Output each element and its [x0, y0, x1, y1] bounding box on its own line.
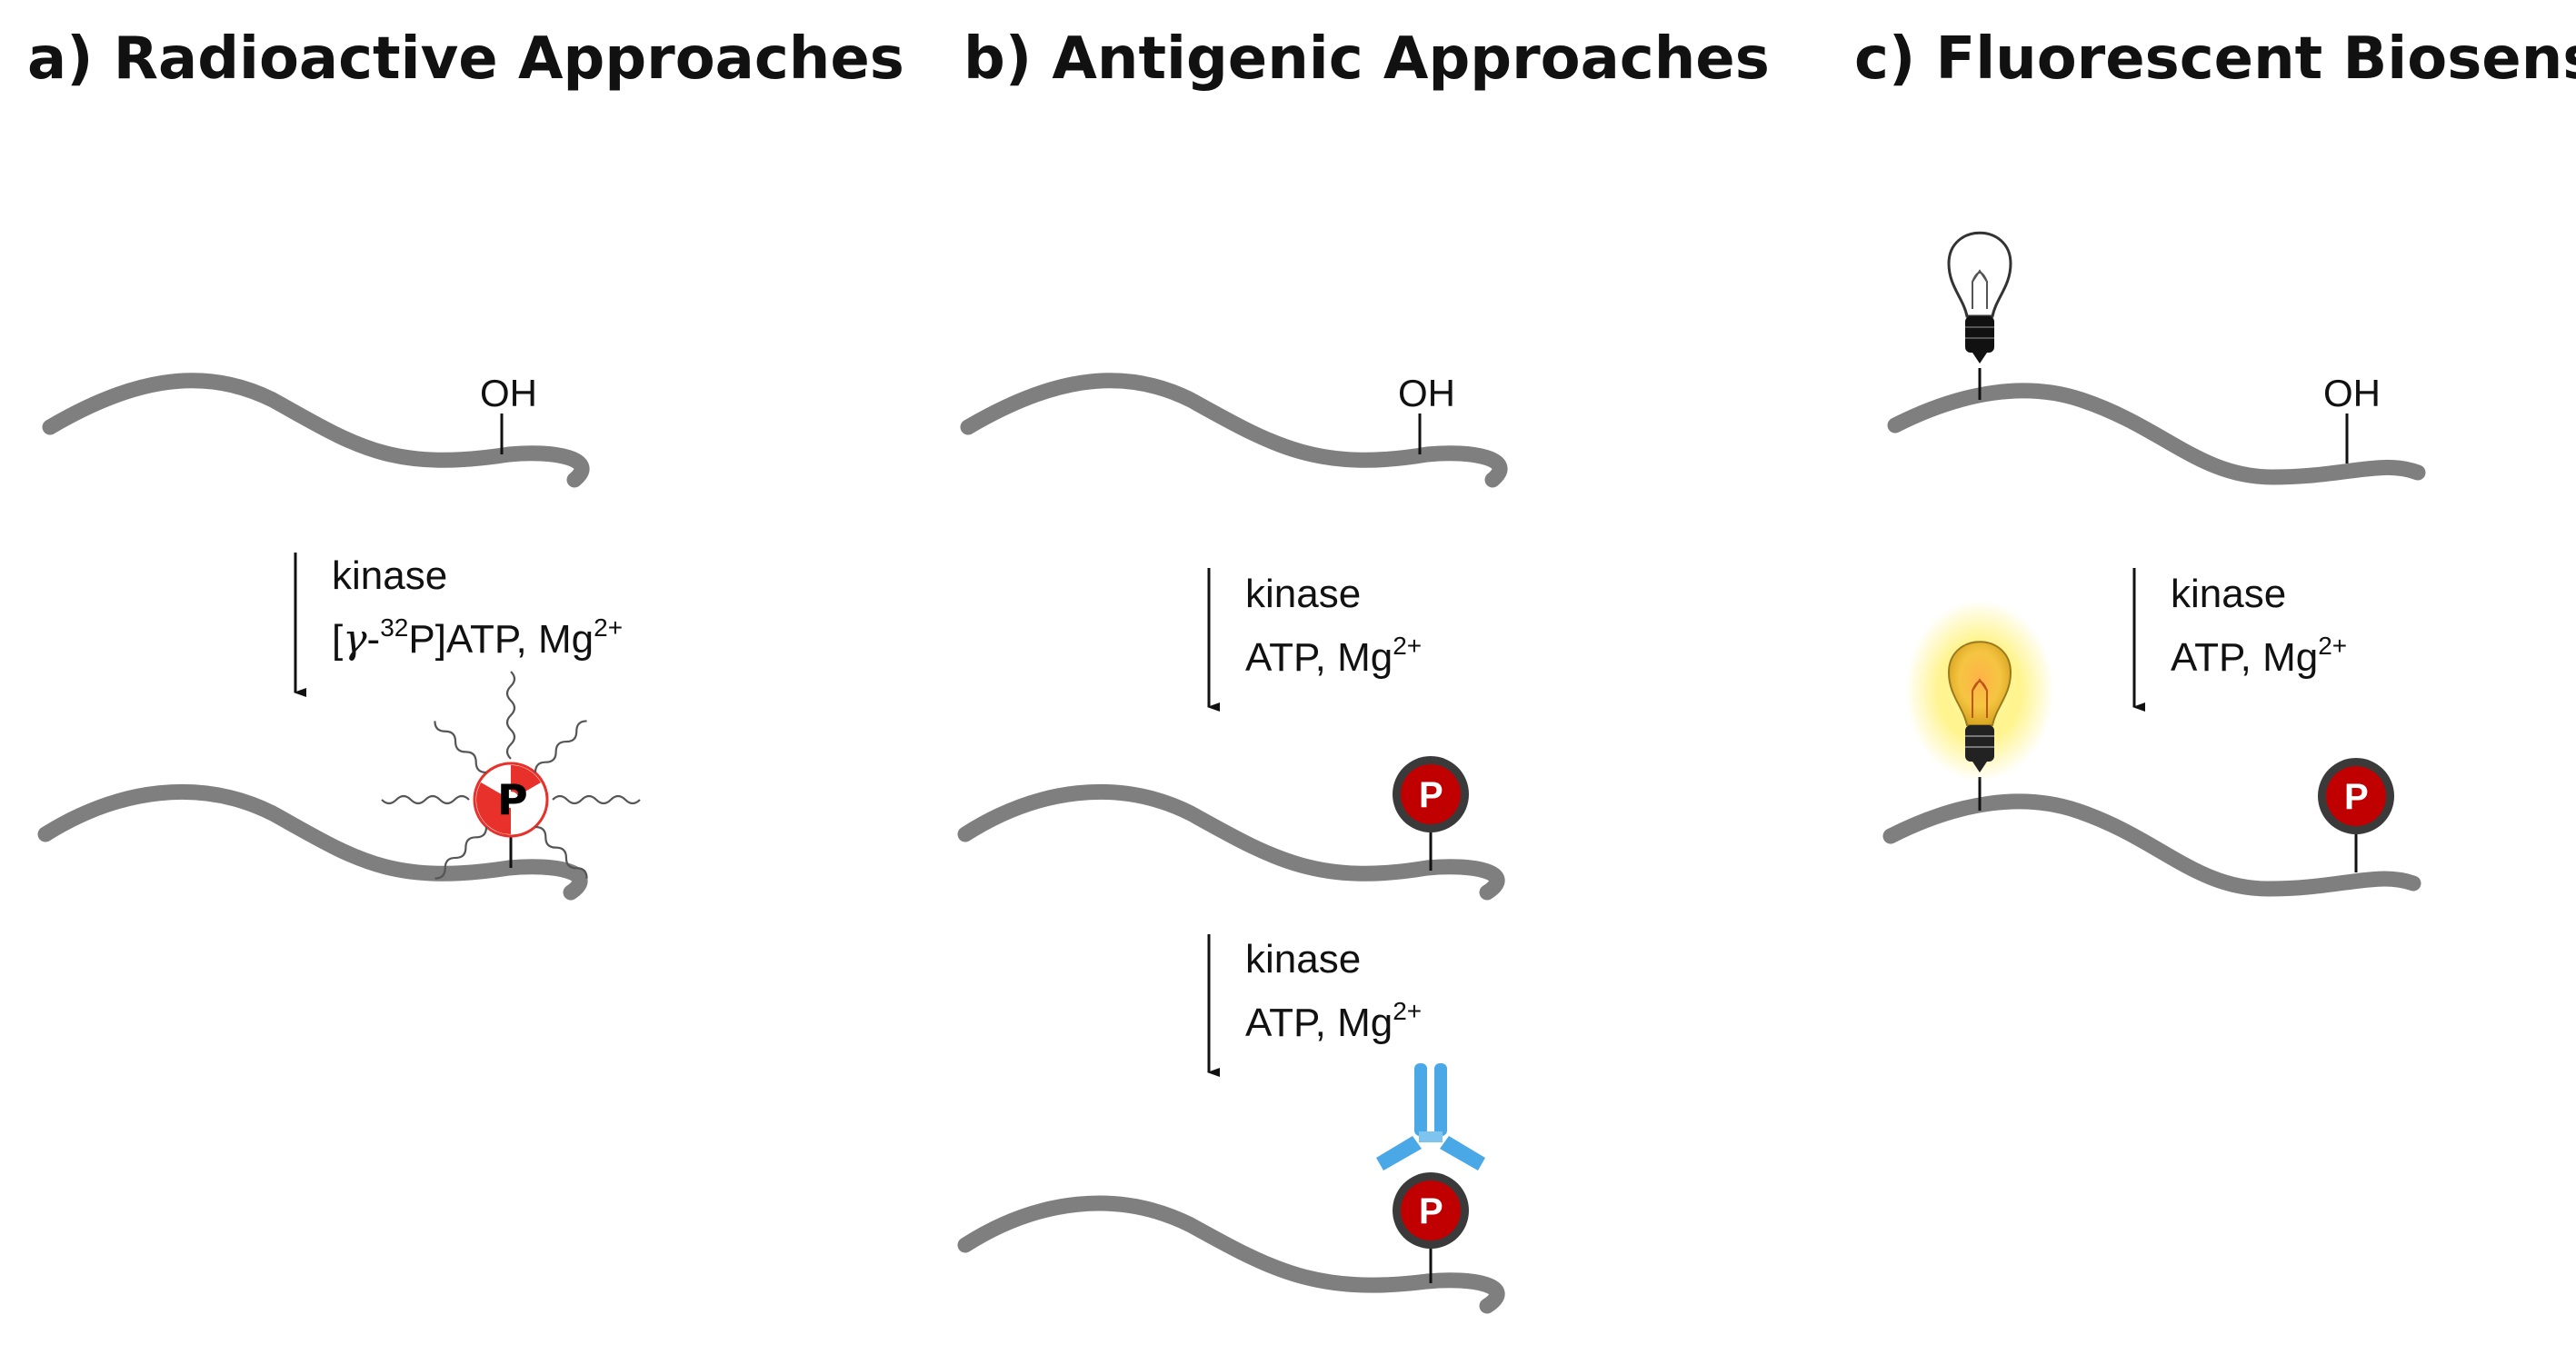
- reagent-atp-b1: ATP, Mg2+: [1245, 632, 1422, 680]
- reagent-atp-a: [γ-32P]ATP, Mg2+: [332, 613, 623, 663]
- hydroxyl-label: OH: [1398, 372, 1455, 414]
- lightbulb-on-icon: [1905, 600, 2054, 782]
- substrate-peptide-a2: [37, 783, 588, 901]
- hydroxyl-label: OH: [480, 372, 537, 414]
- panel-b: OH kinase ATP, Mg2+ P kinase ATP, Mg2+ P: [957, 372, 1508, 1314]
- phosphate-label: P: [1419, 775, 1443, 815]
- reagent-kinase-b1: kinase: [1245, 572, 1361, 616]
- reagent-kinase-c: kinase: [2171, 572, 2286, 616]
- substrate-peptide-b2: [957, 783, 1505, 901]
- lightbulb-off-icon: [1947, 231, 2012, 364]
- phosphate-icon: P: [1393, 1172, 1469, 1249]
- panel-a-title: a) Radioactive Approaches: [27, 25, 904, 93]
- reagent-kinase-b2: kinase: [1245, 937, 1361, 981]
- reagent-atp-b2: ATP, Mg2+: [1245, 997, 1422, 1045]
- phosphate-icon: P: [2318, 758, 2394, 834]
- antibody-icon: [1376, 1063, 1485, 1171]
- panel-a: OH kinase [γ-32P]ATP, Mg2+ P: [37, 372, 641, 901]
- reagent-atp-c: ATP, Mg2+: [2171, 632, 2347, 680]
- radioactive-phosphate-label: P: [497, 775, 528, 824]
- hydroxyl-label: OH: [2323, 372, 2381, 414]
- radioactive-phosphate-icon: P: [473, 762, 549, 838]
- substrate-peptide-c2: [1882, 793, 2421, 897]
- phosphate-label: P: [2344, 777, 2369, 817]
- radiation-waves: [381, 671, 641, 880]
- substrate-peptide-b3: [957, 1195, 1505, 1314]
- phosphate-icon: P: [1393, 756, 1469, 832]
- substrate-peptide-b1: [960, 373, 1508, 488]
- reagent-kinase-a: kinase: [332, 553, 447, 598]
- substrate-peptide-a1: [42, 373, 590, 488]
- panel-c-title: c) Fluorescent Biosensor: [1854, 25, 2576, 93]
- substrate-peptide-c1: [1887, 383, 2426, 485]
- panel-c: OH kinase ATP, Mg2+ P: [1882, 231, 2426, 897]
- phosphate-label: P: [1419, 1191, 1443, 1231]
- panel-b-title: b) Antigenic Approaches: [964, 25, 1770, 93]
